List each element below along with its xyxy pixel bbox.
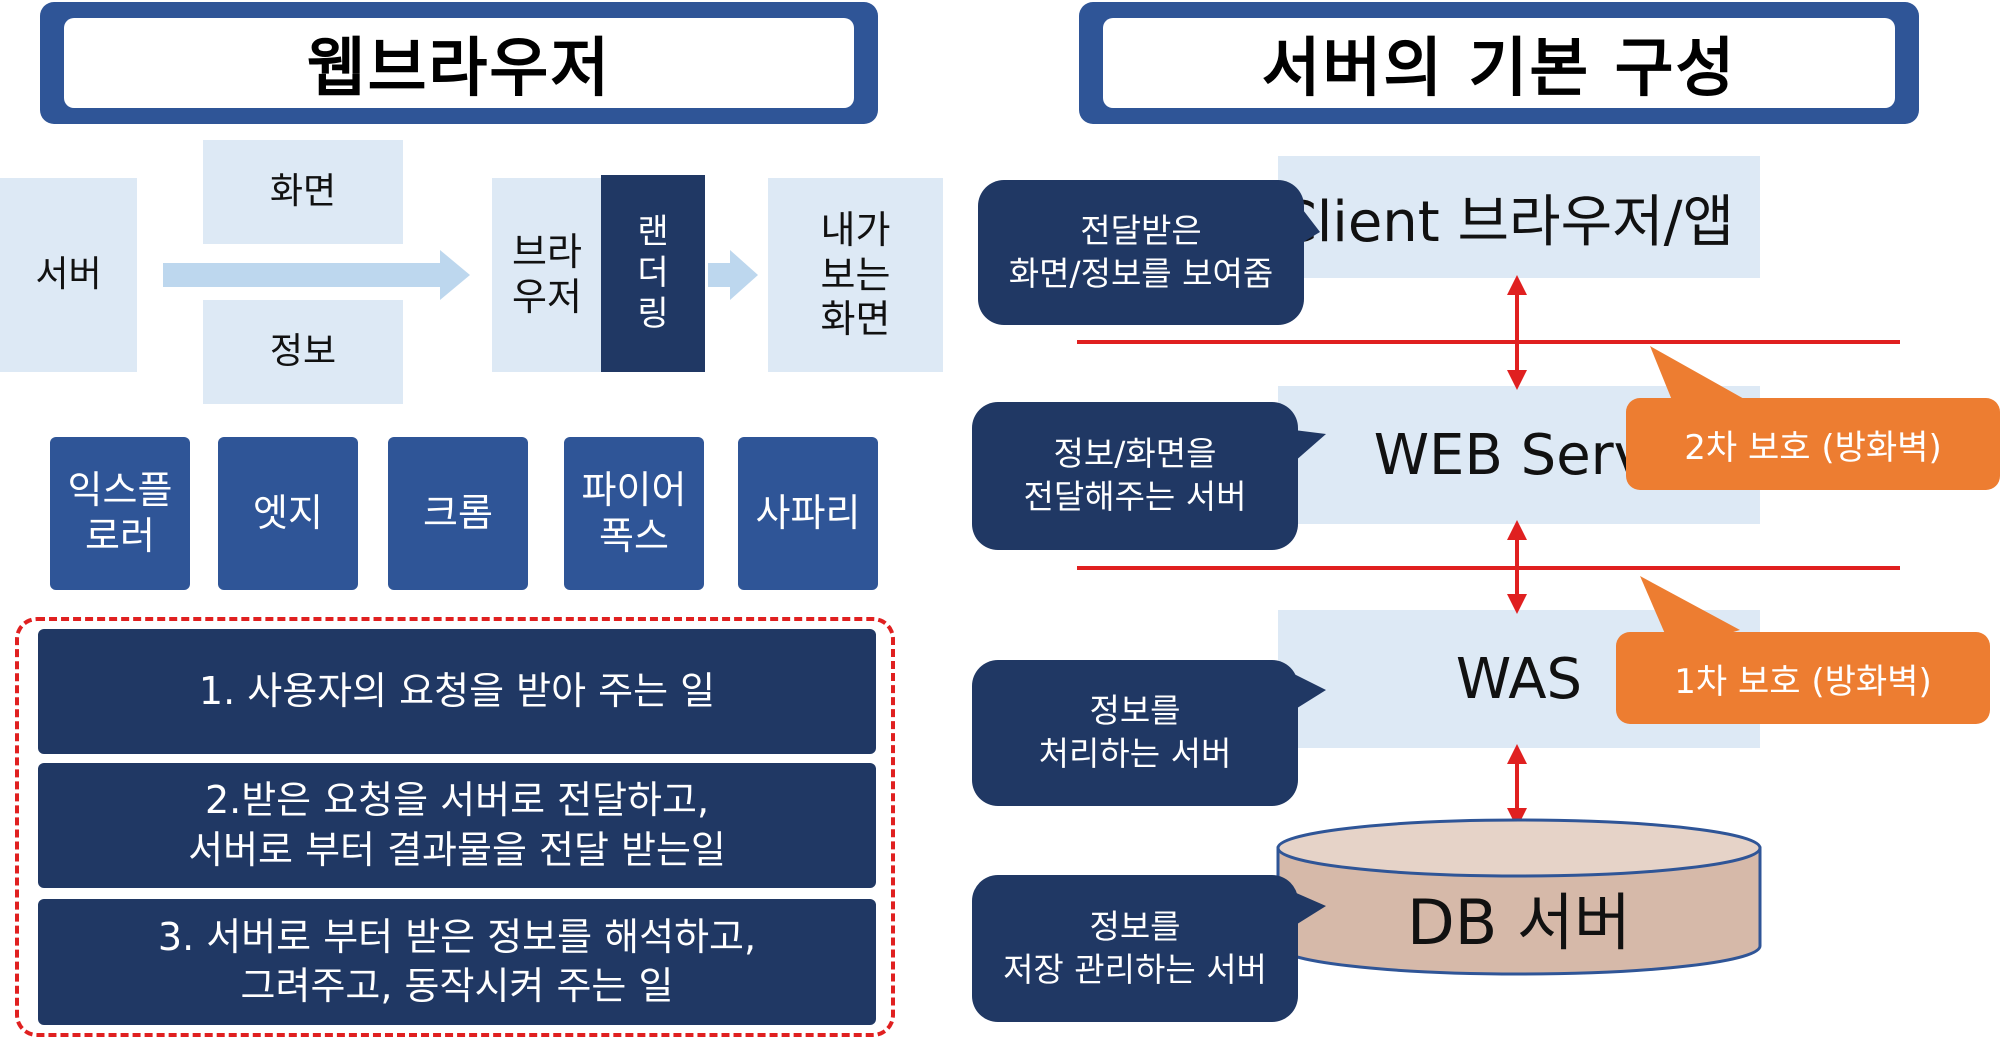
callout-db: 정보를 저장 관리하는 서버 [972, 875, 1298, 1022]
info-box: 정보 [203, 300, 403, 404]
browser-chrome: 크롬 [388, 437, 528, 590]
role-item-1: 1. 사용자의 요청을 받아 주는 일 [38, 629, 876, 754]
client-box: Client 브라우저/앱 [1278, 156, 1760, 278]
browser-edge: 엣지 [218, 437, 358, 590]
callout-client: 전달받은 화면/정보를 보여줌 [978, 180, 1304, 325]
server-box: 서버 [0, 178, 137, 372]
was-label: WAS [1455, 646, 1583, 712]
role-item-3: 3. 서버로 부터 받은 정보를 해석하고, 그려주고, 동작시켜 주는 일 [38, 899, 876, 1025]
left-title-bar: 웹브라우저 [40, 2, 878, 124]
flow-arrows [163, 250, 758, 300]
firewall-label-2: 2차 보호 (방화벽) [1626, 398, 2000, 490]
my-screen-box: 내가 보는 화면 [768, 178, 943, 372]
browser-safari: 사파리 [738, 437, 878, 590]
db-cylinder-body [1276, 846, 1762, 976]
callout-tail-was [1294, 674, 1326, 710]
rendering-box: 랜 더 링 [601, 175, 705, 372]
arrow-rendering-to-screen [708, 250, 758, 300]
callout-tail-db [1294, 892, 1326, 926]
db-cylinder-top [1276, 818, 1762, 878]
callout-web: 정보/화면을 전달해주는 서버 [972, 402, 1298, 550]
db-label: DB 서버 [1406, 886, 1632, 959]
role-item-2: 2.받은 요청을 서버로 전달하고, 서버로 부터 결과물을 전달 받는일 [38, 763, 876, 888]
right-title-bar: 서버의 기본 구성 [1079, 2, 1919, 124]
browser-ie: 익스플 로러 [50, 437, 190, 590]
right-title: 서버의 기본 구성 [1103, 18, 1895, 108]
screen-box: 화면 [203, 140, 403, 244]
firewall-label-1: 1차 보호 (방화벽) [1616, 632, 1990, 724]
browser-roles-frame [15, 617, 895, 1037]
left-title: 웹브라우저 [64, 18, 854, 108]
arrow-server-to-browser [163, 250, 470, 300]
firewall-tail-1 [1640, 576, 1740, 650]
callout-tail-web [1294, 430, 1326, 462]
browser-firefox: 파이어 폭스 [564, 437, 704, 590]
client-label: Client 브라우저/앱 [1278, 189, 1734, 255]
browser-box: 브라 우저 [492, 178, 602, 372]
callout-was: 정보를 처리하는 서버 [972, 660, 1298, 806]
